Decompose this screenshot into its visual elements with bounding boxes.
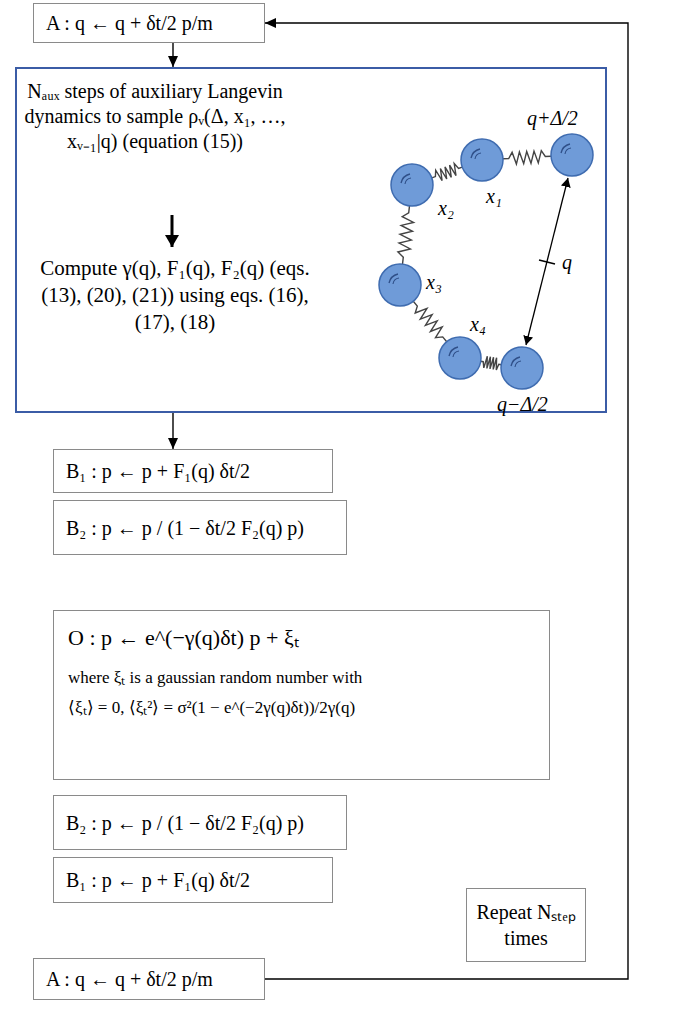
bead bbox=[501, 347, 543, 389]
kick-step: B₁ : p ← p + F₁(q) δt/2 bbox=[53, 449, 333, 493]
bead-label: q+Δ/2 bbox=[527, 106, 578, 130]
bead bbox=[391, 164, 433, 206]
bead bbox=[551, 134, 593, 176]
update-formula: O : p ← e^(−γ(q)δt) p + ξₜ bbox=[68, 623, 535, 653]
half-drift-step: A : q ← q + δt/2 p/m bbox=[33, 958, 265, 1000]
spring bbox=[503, 151, 551, 164]
update-formula: B₂ : p ← p / (1 − δt/2 F₂(q) p) bbox=[66, 810, 334, 836]
kick-step: B₂ : p ← p / (1 − δt/2 F₂(q) p) bbox=[53, 500, 347, 555]
bead-shine bbox=[511, 357, 520, 366]
flow-arrow bbox=[172, 413, 173, 449]
bead-shine bbox=[401, 174, 410, 183]
flow-arrow bbox=[172, 43, 173, 67]
compute-text: Compute γ(q), F₁(q), F₂(q) (eqs. (13), (… bbox=[19, 255, 331, 336]
bead-label: q−Δ/2 bbox=[497, 392, 548, 416]
flow-arrow bbox=[171, 215, 174, 247]
bead-label: x₃ bbox=[426, 270, 442, 294]
bead-shine bbox=[561, 144, 570, 153]
spring bbox=[413, 301, 446, 342]
bead-label: x₄ bbox=[470, 312, 486, 336]
bead-shine bbox=[565, 148, 571, 154]
update-formula: A : q ← q + δt/2 p/m bbox=[46, 10, 252, 36]
repeat-note: Repeat Nₛₜₑₚ times bbox=[466, 888, 586, 962]
bead-shine bbox=[471, 149, 480, 158]
noise-note: ⟨ξₜ⟩ = 0, ⟨ξₜ²⟩ = σ²(1 − e^(−2γ(q)δt))/2… bbox=[68, 697, 535, 719]
bead-label: x₁ bbox=[486, 184, 502, 208]
note-text: Repeat Nₛₜₑₚ times bbox=[471, 899, 581, 951]
bead bbox=[379, 264, 421, 306]
bead bbox=[439, 337, 481, 379]
spring bbox=[481, 356, 502, 370]
update-formula: B₂ : p ← p / (1 − δt/2 F₂(q) p) bbox=[66, 515, 334, 541]
half-drift-step: A : q ← q + δt/2 p/m bbox=[33, 3, 265, 43]
sampling-text: Nₐᵤₓ steps of auxiliary Langevin dynamic… bbox=[21, 79, 289, 154]
update-formula: B₁ : p ← p + F₁(q) δt/2 bbox=[66, 458, 320, 484]
auxiliary-sampling-box: Nₐᵤₓ steps of auxiliary Langevin dynamic… bbox=[15, 67, 607, 413]
noise-note: where ξₜ is a gaussian random number wit… bbox=[68, 667, 535, 689]
bead-shine bbox=[515, 361, 521, 367]
spring bbox=[432, 164, 462, 181]
update-formula: A : q ← q + δt/2 p/m bbox=[46, 966, 252, 992]
bead-shine bbox=[389, 274, 398, 283]
kick-step: B₂ : p ← p / (1 − δt/2 F₂(q) p) bbox=[53, 795, 347, 850]
kick-step: B₁ : p ← p + F₁(q) δt/2 bbox=[53, 857, 333, 903]
ornstein-uhlenbeck-step: O : p ← e^(−γ(q)δt) p + ξₜ where ξₜ is a … bbox=[53, 610, 550, 780]
bead bbox=[461, 139, 503, 181]
distance-arrow bbox=[526, 178, 568, 345]
update-formula: B₁ : p ← p + F₁(q) δt/2 bbox=[66, 867, 320, 893]
bead-shine bbox=[449, 347, 458, 356]
bead-shine bbox=[475, 153, 481, 159]
bead-shine bbox=[405, 178, 411, 184]
bead-shine bbox=[393, 278, 399, 284]
midpoint-tick bbox=[539, 260, 555, 264]
beads bbox=[379, 134, 593, 389]
bead-label: q bbox=[562, 250, 572, 274]
spring bbox=[398, 206, 414, 264]
bead-shine bbox=[453, 351, 459, 357]
bead-label: x₂ bbox=[438, 196, 454, 220]
